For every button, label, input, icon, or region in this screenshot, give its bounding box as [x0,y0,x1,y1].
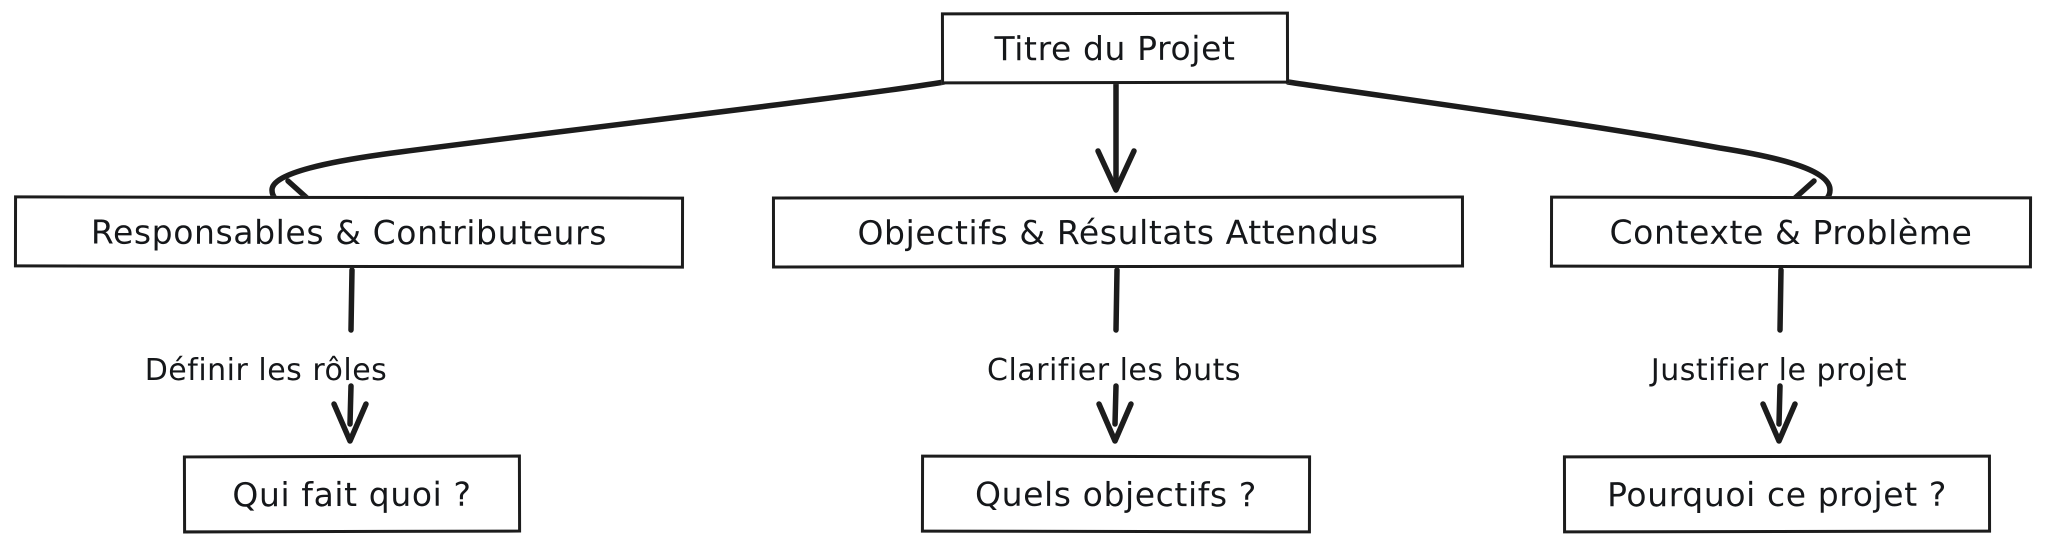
edge-title-to-context [1285,79,1833,213]
edge-roles-to-who [331,267,369,444]
node-pourquoi-ce-projet[interactable]: Pourquoi ce projet ? [1562,454,1992,534]
edge-label-clarifier-les-buts: Clarifier les buts [987,353,1241,388]
node-label: Responsables & Contributeurs [90,212,608,252]
node-qui-fait-quoi[interactable]: Qui fait quoi ? [182,454,522,534]
edge-label-definir-les-roles: Définir les rôles [144,353,388,388]
node-responsables-contributeurs[interactable]: Responsables & Contributeurs [13,195,685,269]
node-label: Quels objectifs ? [974,474,1257,514]
edge-title-to-roles [269,79,947,213]
edge-label-justifier-le-projet: Justifier le projet [1650,353,1908,388]
node-label: Objectifs & Résultats Attendus [857,212,1379,252]
node-quels-objectifs[interactable]: Quels objectifs ? [920,454,1312,534]
edge-goals-to-which [1096,267,1134,444]
edge-context-to-why [1760,267,1798,444]
node-objectifs-resultats-attendus[interactable]: Objectifs & Résultats Attendus [771,195,1465,269]
node-label: Pourquoi ce projet ? [1607,474,1947,514]
node-label: Contexte & Problème [1609,212,1973,252]
node-label: Qui fait quoi ? [232,474,472,514]
node-contexte-probleme[interactable]: Contexte & Problème [1549,195,2033,269]
edge-title-to-goals [1095,81,1137,193]
node-titre-du-projet[interactable]: Titre du Projet [940,11,1290,85]
node-label: Titre du Projet [994,28,1236,68]
